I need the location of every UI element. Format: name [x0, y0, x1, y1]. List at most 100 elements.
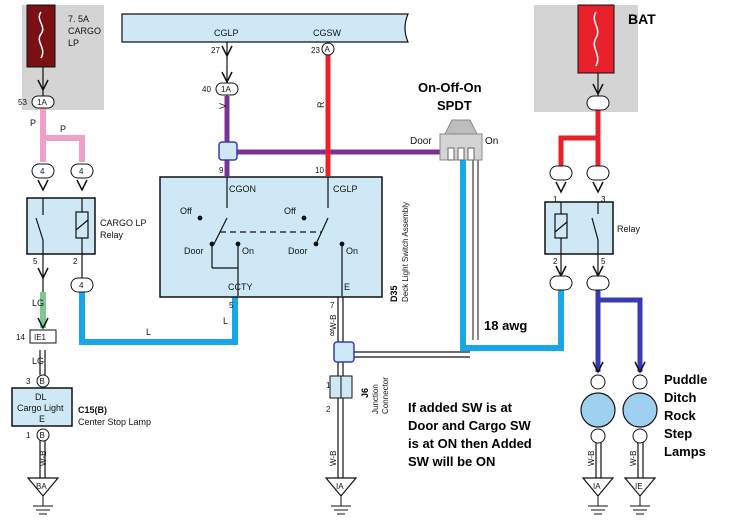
lamps-label-2: Ditch	[664, 390, 697, 405]
ground-ia-right	[581, 477, 615, 515]
pin-14: 14	[16, 333, 25, 342]
ground-left-label: BA	[36, 482, 47, 491]
ground-right2-label: IE	[635, 482, 643, 491]
pin-53: 53	[18, 98, 27, 107]
svg-text:5: 5	[229, 301, 234, 310]
relay-left-line1: CARGO LP	[100, 218, 147, 228]
relay-right-internals	[554, 202, 599, 254]
red-wires	[325, 52, 601, 176]
relay-right-connectors-bottom	[549, 254, 610, 291]
svg-text:2: 2	[553, 257, 558, 266]
harness-cglp: CGLP	[214, 28, 239, 38]
relay-left-connectors-top	[31, 163, 94, 192]
note-line-1: If added SW is at	[408, 400, 513, 415]
junction-code: J6	[360, 388, 370, 398]
pin-40: 40	[202, 85, 211, 94]
cargo-light-line3: E	[39, 414, 45, 424]
switch-door-left: Door	[184, 246, 204, 256]
blue-l-wire	[79, 292, 238, 345]
lamps-label-5: Lamps	[664, 444, 706, 459]
awg-label: 18 awg	[484, 318, 527, 333]
note-line-3: is at ON then Added	[408, 436, 532, 451]
darkblue-wires	[595, 288, 643, 372]
junction-line1: Junction	[371, 384, 380, 414]
wire-wb3-label: W-B	[329, 451, 338, 466]
wire-lg2-label: LG	[32, 356, 44, 366]
switch-name: Deck Light Switch Assembly	[401, 202, 410, 302]
ground-ia-mid	[324, 477, 358, 515]
svg-text:5: 5	[33, 257, 38, 266]
wire-p1-label: P	[30, 118, 36, 128]
connector-1a-top	[215, 82, 239, 96]
ground-ba	[26, 477, 60, 515]
switch-on-right: On	[346, 246, 358, 256]
cargo-light-line2: Cargo Light	[17, 403, 64, 413]
switch-cgon: CGON	[229, 184, 256, 194]
relay-right-label: Relay	[617, 224, 641, 234]
note-line-2: Door and Cargo SW	[408, 418, 532, 433]
pin-23: 23	[311, 46, 320, 55]
svg-text:3: 3	[601, 195, 606, 204]
svg-text:1A: 1A	[221, 85, 231, 94]
deck-light-switch-assembly	[159, 176, 383, 298]
svg-text:1A: 1A	[37, 98, 47, 107]
switch-internals	[197, 177, 345, 296]
spdt-line2: SPDT	[437, 98, 472, 113]
cargo-light-code: C15(B)	[78, 405, 107, 415]
svg-text:4: 4	[79, 281, 84, 290]
lamp-2	[622, 361, 658, 444]
pink-wires	[40, 108, 85, 162]
wire-wb4-label: W-B	[587, 451, 596, 466]
svg-text:B: B	[40, 431, 45, 440]
pin-3: 3	[26, 377, 31, 386]
svg-text:2: 2	[73, 257, 78, 266]
svg-text:1: 1	[553, 195, 558, 204]
connector-1a-left	[31, 95, 55, 109]
svg-text:1: 1	[326, 381, 331, 390]
ground-right1-label: IA	[593, 482, 601, 491]
purple-wire	[224, 96, 448, 176]
relay-left-connectors-bottom	[37, 254, 94, 293]
svg-text:7: 7	[330, 301, 335, 310]
spdt-switch	[439, 119, 483, 161]
cargo-light	[11, 387, 73, 427]
svg-text:A: A	[325, 45, 331, 54]
spdt-door: Door	[410, 136, 432, 147]
splice-marker	[218, 141, 238, 161]
switch-e: E	[344, 282, 350, 292]
pin-1: 1	[26, 431, 31, 440]
wire-r-label: R	[316, 101, 326, 108]
svg-text:B: B	[40, 377, 45, 386]
switch-off-left: Off	[180, 206, 192, 216]
wire-wb2-label: W-B	[329, 315, 338, 330]
relay-right-connectors-top	[549, 165, 610, 194]
connector-ie1	[29, 329, 57, 344]
wire-wb1-label: W-B	[39, 451, 48, 466]
relay-left-line2: Relay	[100, 230, 124, 240]
splice-marker-2	[333, 341, 355, 363]
svg-text:4: 4	[79, 167, 84, 176]
connector-b	[36, 374, 50, 388]
connector-a	[321, 42, 335, 56]
svg-text:IE1: IE1	[34, 333, 47, 342]
connector-bat	[586, 95, 610, 111]
junction-line2: Connector	[381, 377, 390, 414]
lamps-label-1: Puddle	[664, 372, 707, 387]
lamps-label-3: Rock	[664, 408, 697, 423]
switch-off-right: Off	[284, 206, 296, 216]
svg-text:2: 2	[326, 405, 331, 414]
wire-lg1-label: LG	[32, 298, 44, 308]
wire-v-label: V	[218, 103, 228, 109]
switch-code: D35	[389, 285, 399, 302]
relay-left	[26, 197, 96, 255]
fuse-right	[577, 4, 615, 74]
relay-right	[544, 201, 614, 255]
svg-text:10: 10	[315, 166, 324, 175]
wire-l1-label: L	[146, 327, 151, 337]
svg-text:9: 9	[219, 166, 224, 175]
wire-wb5-label: W-B	[629, 451, 638, 466]
blue-awg-wire	[460, 160, 564, 351]
wire-l2-label: L	[223, 316, 228, 326]
harness-cgsw: CGSW	[313, 28, 342, 38]
